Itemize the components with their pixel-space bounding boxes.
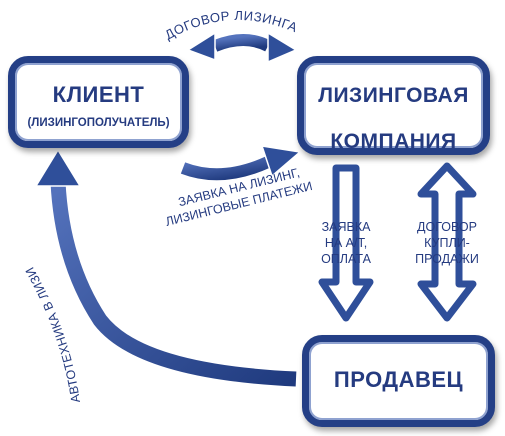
leasing-company-title-line2: КОМПАНИЯ — [330, 130, 457, 153]
client-title: КЛИЕНТ — [52, 82, 145, 107]
purchase-contract-label: ДОГОВОР КУПЛИ- ПРОДАЖИ — [415, 220, 479, 266]
leasing-company-title-line1: ЛИЗИНГОВАЯ — [318, 84, 469, 107]
purchase-contract-arrow — [417, 162, 477, 322]
vehicle-order-line2: НА А/Т, — [325, 236, 367, 250]
application-payments-arrow — [179, 145, 302, 184]
vehicle-order-line1: ЗАЯВКА — [322, 220, 372, 234]
vehicle-order-arrow — [318, 164, 374, 322]
seller-title: ПРОДАВЕЦ — [333, 367, 464, 392]
client-subtitle: (ЛИЗИНГОПОЛУЧАТЕЛЬ) — [27, 117, 170, 129]
client-node: КЛИЕНТ (ЛИЗИНГОПОЛУЧАТЕЛЬ) — [8, 56, 189, 148]
purchase-contract-line1: ДОГОВОР — [417, 220, 477, 234]
vehicle-lease-arrow — [34, 148, 297, 390]
leasing-company-node: ЛИЗИНГОВАЯ КОМПАНИЯ — [297, 56, 490, 155]
purchase-contract-line2: КУПЛИ- — [424, 236, 470, 250]
vehicle-order-label: ЗАЯВКА НА А/Т, ОПЛАТА — [321, 220, 371, 266]
lease-agreement-arrow — [186, 31, 298, 64]
seller-node: ПРОДАВЕЦ — [302, 335, 495, 427]
purchase-contract-line3: ПРОДАЖИ — [415, 252, 479, 266]
vehicle-order-line3: ОПЛАТА — [321, 252, 371, 266]
